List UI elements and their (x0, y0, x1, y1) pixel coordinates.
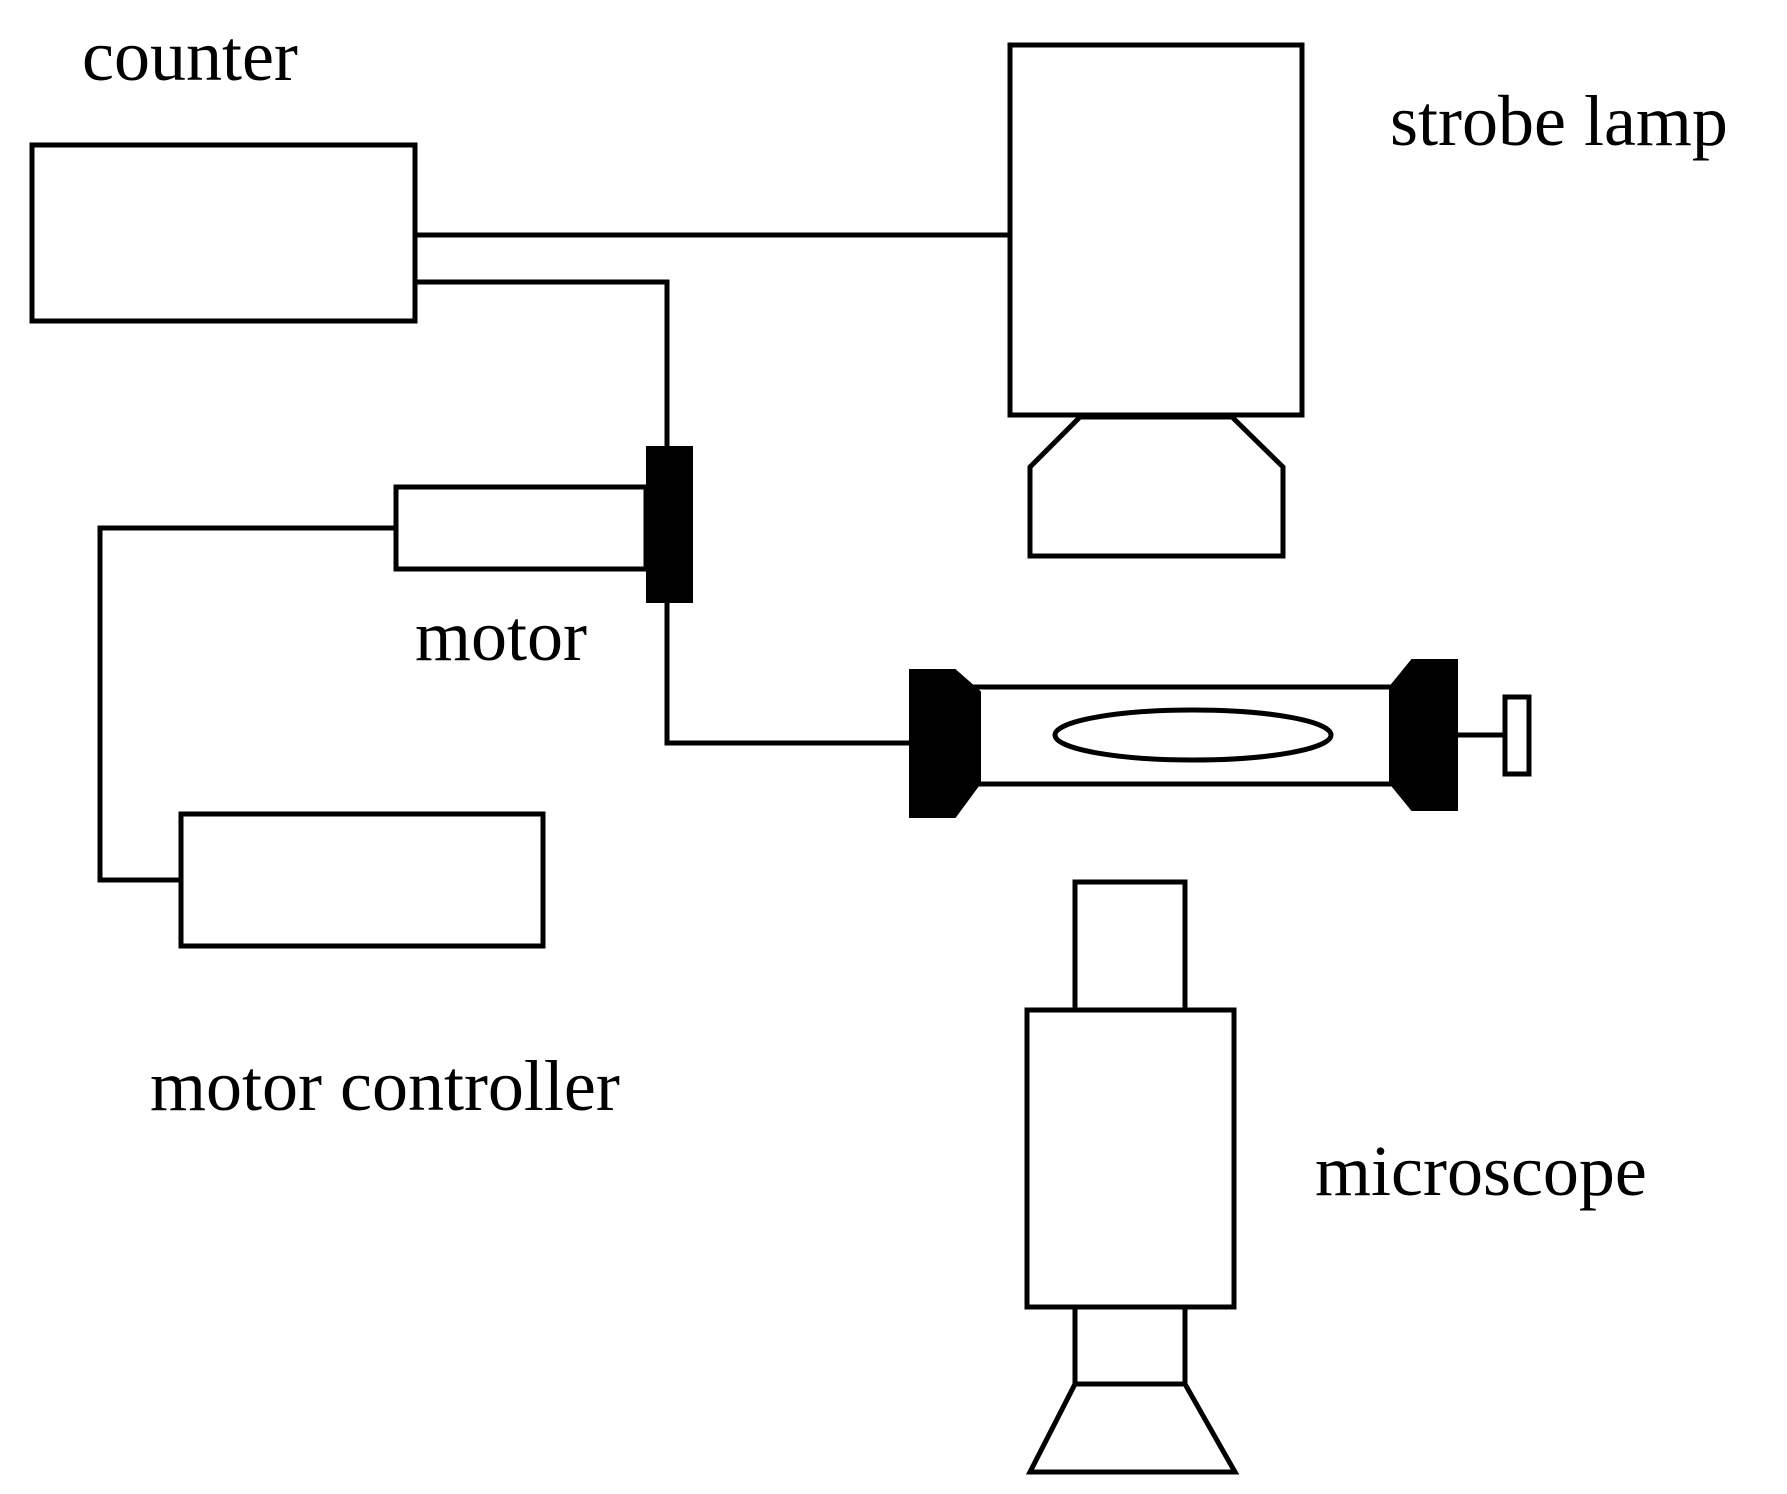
strobe-lamp-head (1027, 414, 1286, 559)
motor-coupling (646, 446, 693, 603)
microscope-label: microscope (1315, 1131, 1647, 1211)
shaft-knob (1502, 694, 1532, 777)
motor-controller-label: motor controller (150, 1046, 620, 1126)
counter-label: counter (82, 16, 298, 96)
sample-ellipse (1052, 707, 1334, 763)
strobe-lamp-body (1007, 42, 1305, 418)
motor-controller-wire (97, 525, 396, 883)
strobe-lamp (1007, 42, 1305, 559)
microscope-tube (1072, 1304, 1188, 1387)
microscope-objective (1025, 1381, 1240, 1475)
counter-motor-wire (415, 279, 670, 447)
left-end-cap (909, 669, 981, 818)
right-end-cap (1389, 659, 1458, 811)
microscope-eyepiece (1072, 879, 1188, 1013)
counter-box (29, 142, 418, 324)
motor-cell-wire (664, 602, 910, 746)
microscope-body (1024, 1007, 1237, 1310)
motor-controller-box (178, 811, 546, 949)
strobe-lamp-label: strobe lamp (1390, 81, 1728, 161)
motor-label: motor (415, 596, 587, 676)
motor (393, 446, 693, 603)
microscope (1024, 879, 1240, 1475)
motor-body (393, 484, 649, 572)
sample-cell (909, 659, 1532, 818)
